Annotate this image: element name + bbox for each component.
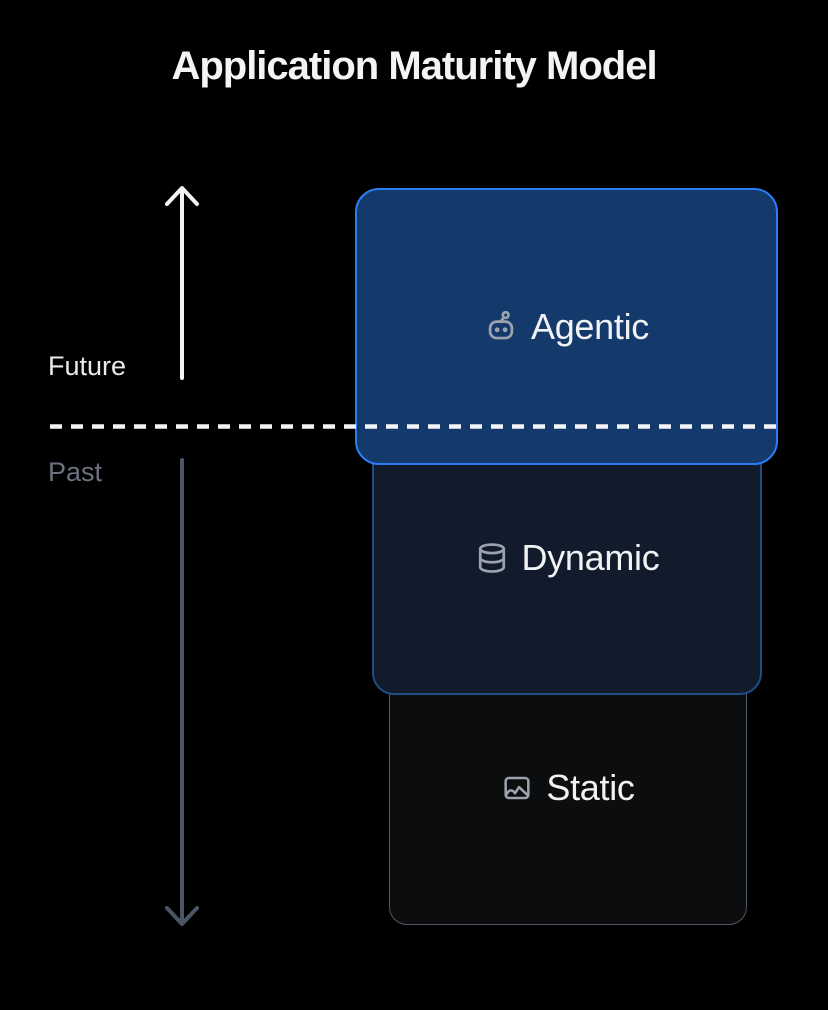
database-icon [475,541,509,575]
level-label-row: Dynamic [475,537,660,579]
level-box-dynamic: Dynamic [372,420,762,695]
level-box-static: Static [389,650,747,925]
future-past-divider-line [50,416,777,434]
past-label: Past [48,456,103,487]
robot-icon [484,310,518,344]
image-icon [501,772,533,804]
level-label: Dynamic [521,536,660,578]
level-box-agentic: Agentic [355,188,778,465]
level-label: Agentic [531,305,649,347]
level-label-row: Agentic [484,306,649,348]
arrow-down-icon [160,458,204,935]
arrow-up-icon [160,182,204,385]
page-title: Application Maturity Model [171,44,657,88]
level-label: Static [546,766,635,808]
level-label-row: Static [501,766,635,809]
future-label: Future [48,350,127,381]
